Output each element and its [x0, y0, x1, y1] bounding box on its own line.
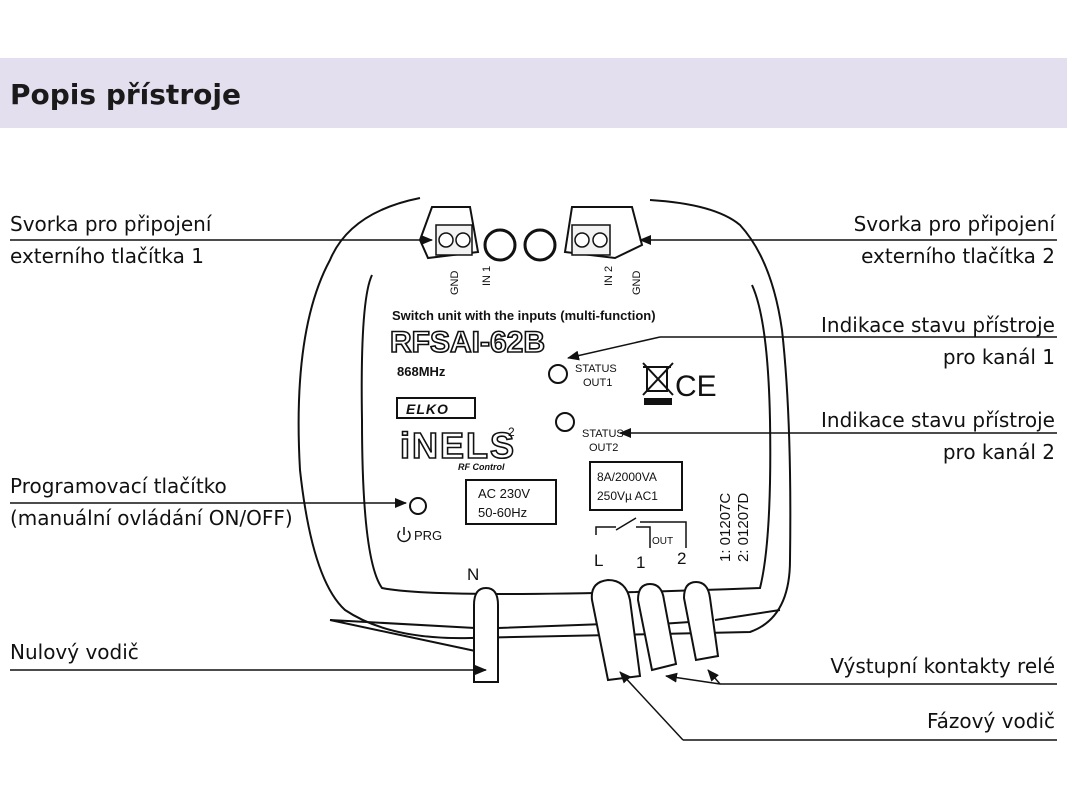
inels-logo: iNELS 2 RF Control [399, 424, 516, 472]
wire-label-1: 1 [636, 553, 645, 572]
status-out1-label-bottom: OUT1 [583, 377, 612, 389]
elko-logo: ELKO [396, 397, 476, 419]
terminal-block-left [418, 206, 480, 260]
contact-rating-box: 8A/2000VA 250Vµ AC1 [589, 461, 683, 511]
device-frequency: 868MHz [397, 364, 446, 379]
wire-output-2 [682, 580, 720, 662]
status-out1-label-top: STATUS [575, 363, 617, 375]
wire-output-1 [636, 582, 678, 672]
supply-rating-box: AC 230V 50-60Hz [465, 479, 557, 525]
out-label: OUT [652, 536, 673, 547]
weee-icon [642, 362, 674, 405]
header-band [0, 58, 1067, 128]
device-model: RFSAI-62B [390, 326, 545, 359]
svg-text:250Vµ AC1: 250Vµ AC1 [597, 489, 658, 503]
terminal-label-in1: IN 1 [481, 266, 493, 286]
terminal-connectors [483, 228, 557, 262]
relay-schematic [595, 517, 687, 548]
callout-status-ch2: Indikace stavu přístroje pro kanál 2 [821, 408, 1055, 464]
wire-label-2: 2 [677, 549, 686, 568]
callout-relay-outputs: Výstupní kontakty relé [830, 654, 1055, 678]
device-subtitle: Switch unit with the inputs (multi-funct… [392, 308, 656, 323]
svg-text:RF Control: RF Control [458, 462, 505, 472]
ce-mark: CE [675, 370, 717, 403]
svg-text:2: 2 [508, 425, 515, 439]
wire-label-n: N [467, 565, 479, 584]
svg-text:iNELS: iNELS [400, 425, 516, 466]
page-title: Popis přístroje [10, 78, 241, 111]
device-body [297, 197, 792, 640]
wire-label-l: L [594, 551, 603, 570]
terminal-label-gnd-1: GND [449, 271, 461, 296]
callout-status-ch1: Indikace stavu přístroje pro kanál 1 [821, 313, 1055, 369]
svg-text:8A/2000VA: 8A/2000VA [597, 470, 657, 484]
power-icon [397, 527, 411, 543]
callout-neutral: Nulový vodič [10, 640, 139, 664]
status-out2-label-top: STATUS [582, 428, 624, 440]
svg-text:AC 230V: AC 230V [478, 486, 530, 501]
callout-phase: Fázový vodič [926, 709, 1055, 733]
terminal-label-in2: IN 2 [603, 266, 615, 286]
status-out2-label-bottom: OUT2 [589, 442, 618, 454]
channel-code-2: 2: 01207D [735, 493, 752, 562]
svg-text:50-60Hz: 50-60Hz [478, 505, 527, 520]
programming-button[interactable] [409, 497, 427, 515]
callout-lines [10, 235, 1057, 741]
prg-label: PRG [414, 528, 442, 543]
wire-neutral [473, 586, 499, 683]
status-led-out2 [555, 412, 575, 432]
callout-ext-button-1: Svorka pro připojení externího tlačítka … [10, 212, 212, 268]
device-base [329, 609, 781, 653]
status-led-out1 [548, 364, 568, 384]
wire-phase [590, 578, 642, 682]
terminal-label-gnd-2: GND [631, 271, 643, 296]
callout-prog-button: Programovací tlačítko (manuální ovládání… [10, 474, 293, 530]
terminal-block-right [563, 206, 644, 260]
channel-code-1: 1: 01207C [717, 493, 734, 562]
svg-text:ELKO: ELKO [406, 401, 449, 417]
callout-ext-button-2: Svorka pro připojení externího tlačítka … [853, 212, 1055, 268]
